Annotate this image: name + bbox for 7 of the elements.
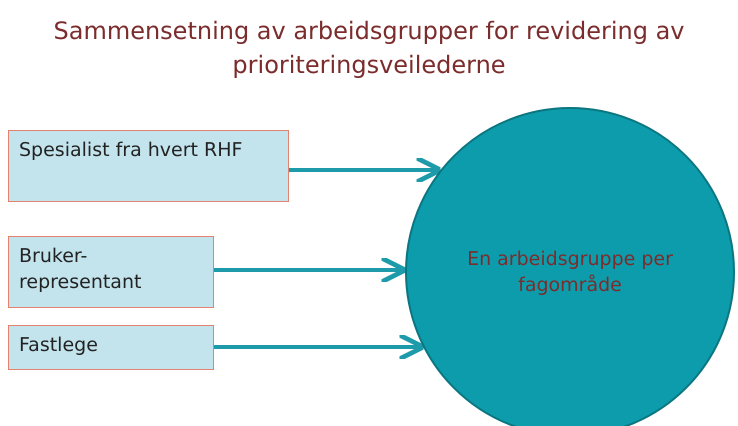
arrow	[214, 332, 426, 362]
role-box: Bruker-representant	[8, 236, 214, 308]
role-box: Fastlege	[8, 325, 214, 370]
group-circle: En arbeidsgruppe per fagområde	[405, 107, 735, 426]
role-box: Spesialist fra hvert RHF	[8, 130, 289, 202]
diagram-title: Sammensetning av arbeidsgrupper for revidering av prioriteringsveilederne	[52, 16, 686, 81]
arrow	[289, 156, 444, 184]
